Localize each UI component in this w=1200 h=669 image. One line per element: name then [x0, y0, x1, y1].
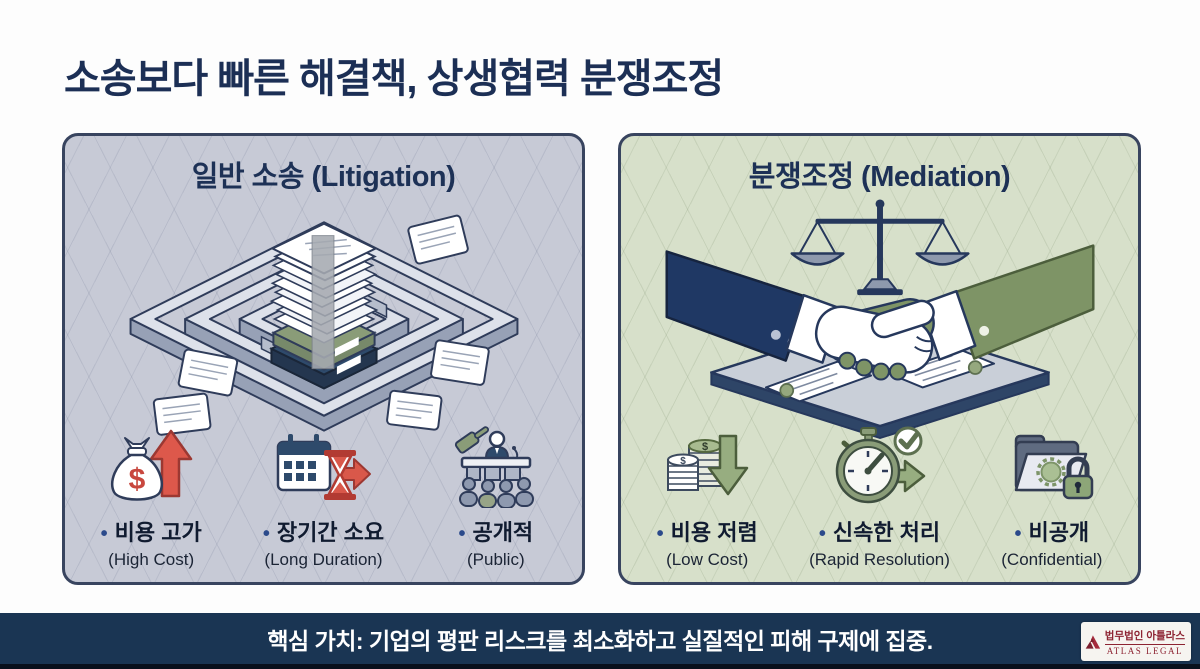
- item-label: •신속한 처리: [818, 520, 941, 545]
- logo-english-name: ATLAS LEGAL: [1106, 645, 1184, 656]
- litigation-item-high-cost: $ •비용 고가 (High Cost): [65, 420, 237, 570]
- bullet: •: [818, 523, 826, 545]
- item-sublabel: (Long Duration): [264, 550, 383, 569]
- handshake-scales-icon: [664, 199, 1095, 440]
- svg-text:$: $: [702, 441, 708, 453]
- item-sublabel: (Public): [467, 550, 525, 569]
- atlas-triangle-icon: [1085, 634, 1101, 649]
- mediation-heading: 분쟁조정 (Mediation): [748, 161, 1011, 193]
- item-sublabel: (High Cost): [108, 550, 195, 569]
- mediation-panel: 분쟁조정 (Mediation): [618, 133, 1141, 585]
- bullet: •: [656, 523, 664, 545]
- item-label: •공개적: [458, 520, 534, 545]
- mediation-item-confidential: •비공개 (Confidential): [966, 420, 1138, 570]
- item-label: •비용 고가: [100, 520, 202, 545]
- litigation-item-long-duration: •장기간 소요 (Long Duration): [237, 420, 409, 570]
- item-label: •비용 저렴: [656, 520, 758, 545]
- mediation-item-low-cost: $ $ •비용 저렴 (Low Cost): [621, 420, 793, 570]
- bullet: •: [262, 523, 270, 545]
- comparison-panels: 일반 소송 (Litigation): [62, 133, 1141, 585]
- item-label: •비공개: [1014, 520, 1090, 545]
- courtroom-icon: [450, 420, 542, 508]
- stopwatch-check-icon: [831, 420, 927, 508]
- bullet: •: [1014, 523, 1022, 545]
- maze-documents-icon: [129, 214, 518, 436]
- svg-text:$: $: [680, 456, 686, 467]
- litigation-panel: 일반 소송 (Litigation): [62, 133, 585, 585]
- coins-falling-cost-icon: $ $: [661, 420, 753, 508]
- atlas-legal-logo: 법무법인 아틀라스 ATLAS LEGAL: [1081, 622, 1191, 661]
- mediation-items: $ $ •비용 저렴 (Low Cost): [621, 420, 1138, 570]
- logo-korean-name: 법무법인 아틀라스: [1104, 628, 1185, 645]
- item-sublabel: (Confidential): [1001, 550, 1103, 569]
- mediation-handshake-illustration: [621, 192, 1138, 442]
- litigation-item-public: •공개적 (Public): [410, 420, 582, 570]
- calendar-hourglass-icon: [274, 420, 372, 508]
- item-label: •장기간 소요: [262, 520, 385, 545]
- item-sublabel: (Low Cost): [666, 550, 749, 569]
- page-title: 소송보다 빠른 해결책, 상생협력 분쟁조정: [64, 57, 724, 101]
- litigation-heading: 일반 소송 (Litigation): [191, 161, 456, 193]
- footer-bar: 핵심 가치: 기업의 평판 리스크를 최소화하고 실질적인 피해 구제에 집중.: [0, 613, 1200, 669]
- money-bag-rising-cost-icon: $: [105, 420, 197, 508]
- core-value-text: 핵심 가치: 기업의 평판 리스크를 최소화하고 실질적인 피해 구제에 집중.: [267, 627, 933, 654]
- item-sublabel: (Rapid Resolution): [809, 550, 950, 569]
- litigation-items: $ •비용 고가 (High Cost): [65, 420, 582, 570]
- litigation-maze-illustration: [65, 192, 582, 442]
- bullet: •: [100, 523, 108, 545]
- locked-folder-icon: [1006, 420, 1098, 508]
- svg-text:$: $: [129, 463, 146, 496]
- bullet: •: [458, 523, 466, 545]
- mediation-item-rapid-resolution: •신속한 처리 (Rapid Resolution): [793, 420, 965, 570]
